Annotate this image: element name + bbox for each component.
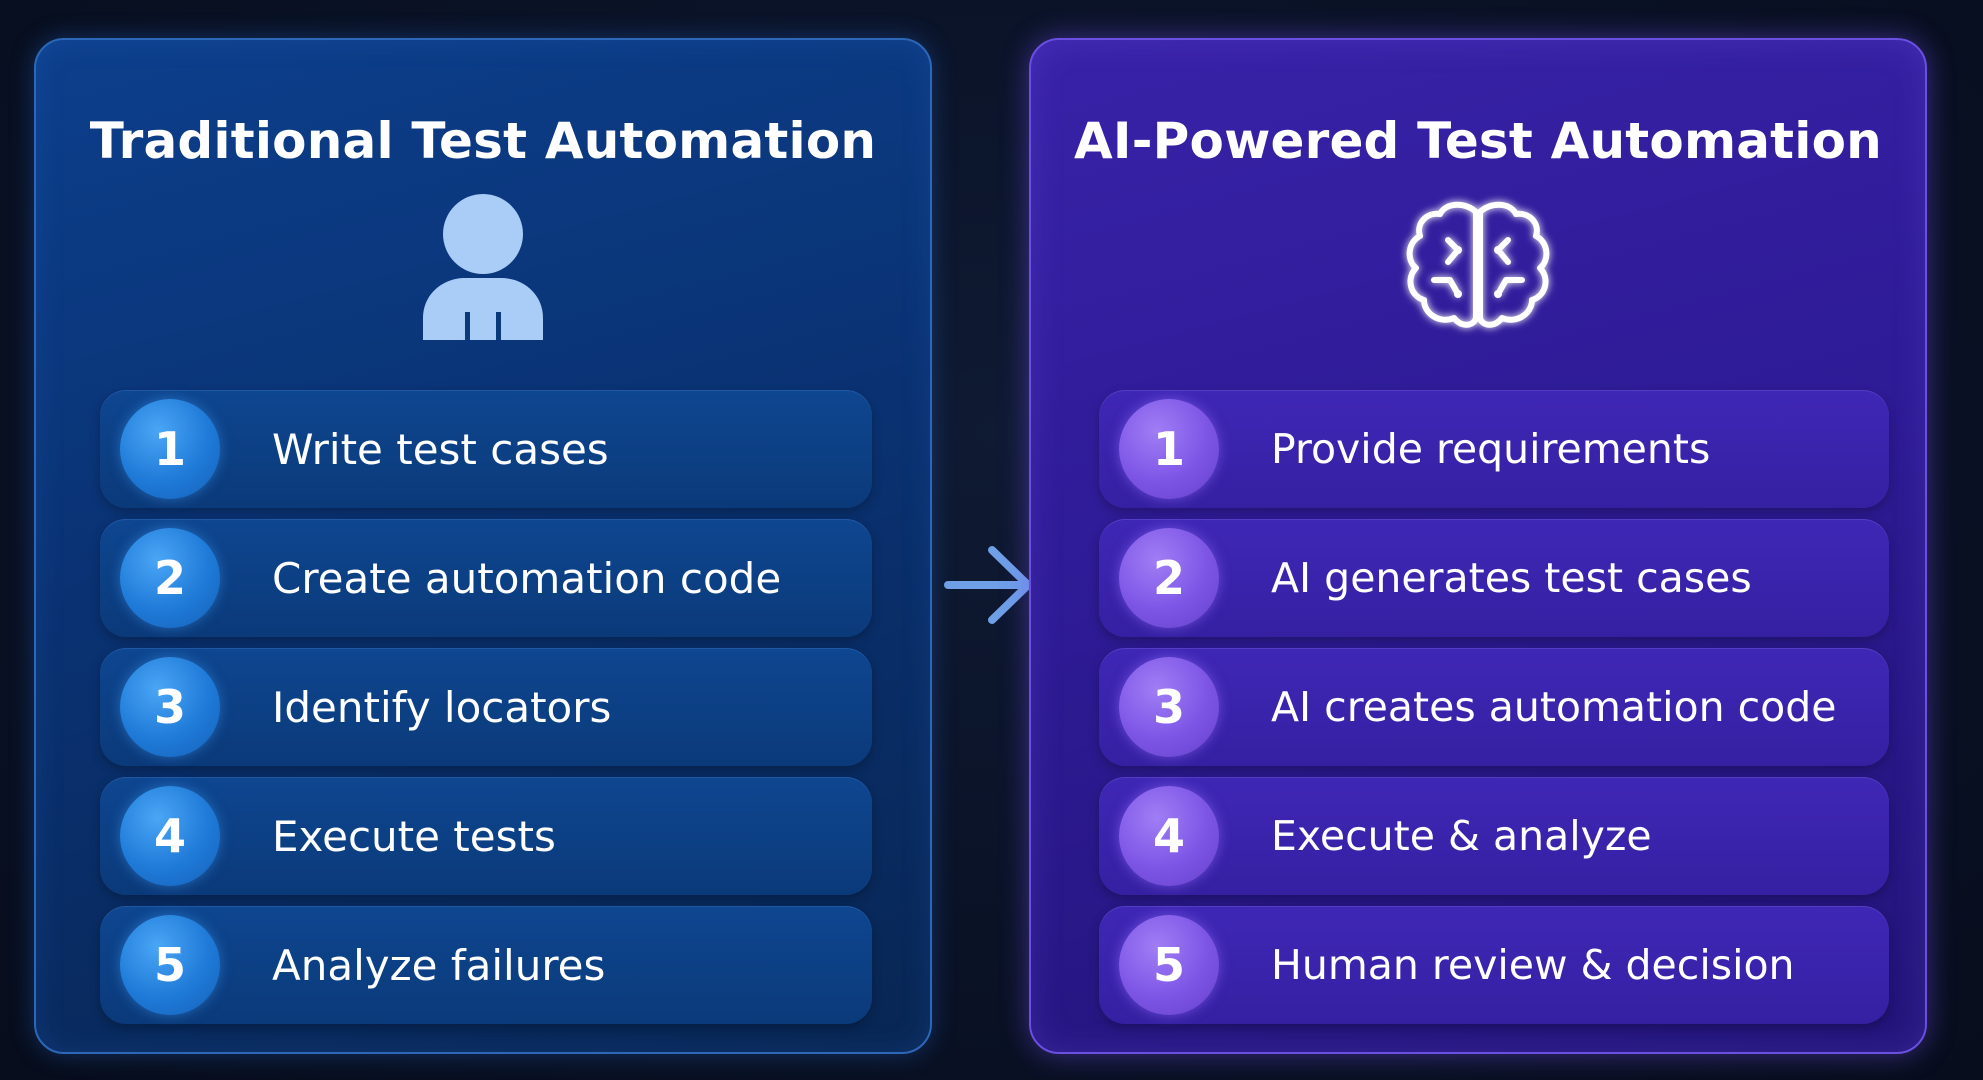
- step-number: 1: [120, 399, 220, 499]
- step-number: 1: [1119, 399, 1219, 499]
- ai-title: AI-Powered Test Automation: [1074, 112, 1882, 170]
- ai-step-4: 4 Execute & analyze: [1099, 777, 1889, 895]
- step-label: Execute & analyze: [1271, 812, 1652, 860]
- step-number: 3: [120, 657, 220, 757]
- traditional-title: Traditional Test Automation: [89, 112, 877, 170]
- step-label: AI generates test cases: [1271, 554, 1752, 602]
- step-number: 4: [120, 786, 220, 886]
- brain-icon: [1388, 190, 1568, 354]
- traditional-step-2: 2 Create automation code: [100, 519, 872, 637]
- traditional-panel: Traditional Test Automation 1 Write test…: [34, 38, 932, 1054]
- step-label: Execute tests: [272, 811, 556, 861]
- traditional-step-1: 1 Write test cases: [100, 390, 872, 508]
- ai-step-5: 5 Human review & decision: [1099, 906, 1889, 1024]
- traditional-step-3: 3 Identify locators: [100, 648, 872, 766]
- ai-step-1: 1 Provide requirements: [1099, 390, 1889, 508]
- step-label: Human review & decision: [1271, 941, 1795, 989]
- step-number: 3: [1119, 657, 1219, 757]
- step-label: Write test cases: [272, 424, 609, 474]
- ai-step-3: 3 AI creates automation code: [1099, 648, 1889, 766]
- step-label: Identify locators: [272, 682, 612, 732]
- ai-steps: 1 Provide requirements 2 AI generates te…: [1099, 390, 1889, 1035]
- traditional-step-5: 5 Analyze failures: [100, 906, 872, 1024]
- ai-panel: AI-Powered Test Automation: [1029, 38, 1927, 1054]
- traditional-step-4: 4 Execute tests: [100, 777, 872, 895]
- step-number: 5: [1119, 915, 1219, 1015]
- step-label: Create automation code: [272, 553, 782, 603]
- step-number: 2: [120, 528, 220, 628]
- step-label: AI creates automation code: [1271, 683, 1837, 731]
- step-label: Provide requirements: [1271, 425, 1711, 473]
- arrow-right-icon: [942, 540, 1042, 634]
- step-number: 5: [120, 915, 220, 1015]
- traditional-steps: 1 Write test cases 2 Create automation c…: [100, 390, 872, 1035]
- step-label: Analyze failures: [272, 940, 606, 990]
- step-number: 2: [1119, 528, 1219, 628]
- step-number: 4: [1119, 786, 1219, 886]
- ai-step-2: 2 AI generates test cases: [1099, 519, 1889, 637]
- person-icon: [403, 190, 563, 344]
